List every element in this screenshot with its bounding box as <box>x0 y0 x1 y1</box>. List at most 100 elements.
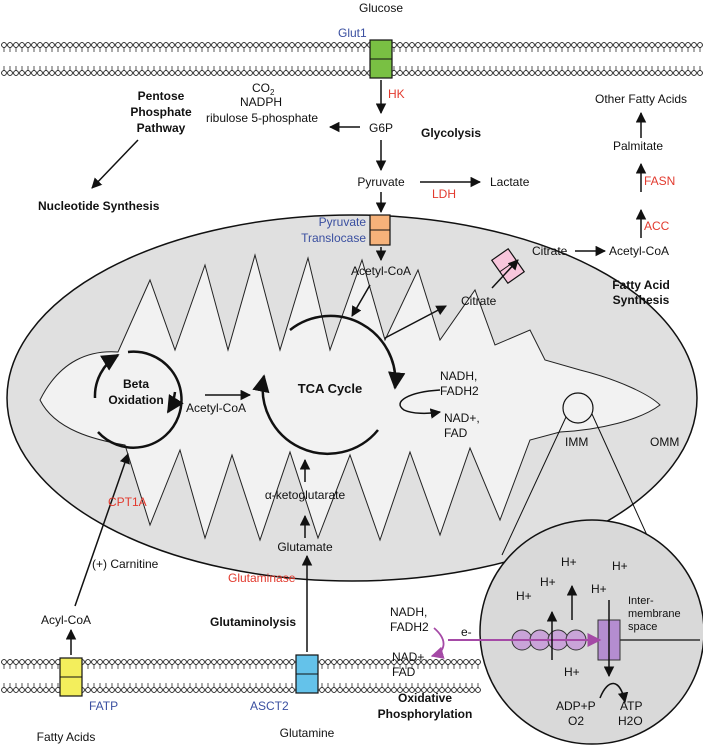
lipid-head <box>511 70 517 76</box>
lipid-head <box>649 42 655 48</box>
ppp-title-line2: Phosphate <box>130 105 192 119</box>
lipid-head <box>247 70 253 76</box>
lipid-head <box>643 70 649 76</box>
lipid-head <box>439 659 445 665</box>
lipid-head <box>385 687 391 693</box>
lipid-head <box>109 659 115 665</box>
lipid-head <box>85 42 91 48</box>
oxphos-title-line1: Oxidative <box>398 691 452 705</box>
lipid-head <box>145 70 151 76</box>
lipid-head <box>37 659 43 665</box>
lipid-head <box>307 42 313 48</box>
plasma-membrane-bottom-left <box>1 659 253 693</box>
lipid-head <box>403 42 409 48</box>
lipid-head <box>145 42 151 48</box>
lipid-head <box>265 659 271 665</box>
lipid-head <box>559 70 565 76</box>
lipid-head <box>157 42 163 48</box>
lipid-head <box>61 42 67 48</box>
lipid-head <box>253 659 259 665</box>
lipid-head <box>55 42 61 48</box>
lipid-head <box>211 659 217 665</box>
lipid-head <box>469 687 475 693</box>
lipid-head <box>151 42 157 48</box>
lipid-head <box>97 659 103 665</box>
intermembrane-line3: space <box>628 621 657 633</box>
oxphos-nad-line2: FAD <box>392 665 416 679</box>
ppp-to-nucleotide-arrow <box>91 139 139 189</box>
lipid-head <box>481 42 487 48</box>
lipid-head <box>1 70 7 76</box>
lipid-head <box>331 659 337 665</box>
lipid-head <box>133 70 139 76</box>
lipid-head <box>121 659 127 665</box>
lipid-head <box>73 70 79 76</box>
lipid-head <box>25 659 31 665</box>
lipid-head <box>571 70 577 76</box>
lipid-head <box>319 70 325 76</box>
lipid-head <box>31 42 37 48</box>
lipid-head <box>157 659 163 665</box>
lactate-label: Lactate <box>490 175 530 189</box>
lipid-head <box>505 42 511 48</box>
lipid-head <box>451 659 457 665</box>
lipid-head <box>667 70 673 76</box>
lipid-head <box>247 42 253 48</box>
lipid-head <box>343 687 349 693</box>
lipid-head <box>571 42 577 48</box>
carnitine-label: (+) Carnitine <box>92 557 159 571</box>
beta-oxidation-cycle-arc3 <box>166 391 184 414</box>
pyruvate-translocase-label-line1: Pyruvate <box>319 215 367 229</box>
lipid-head <box>265 687 271 693</box>
fasn-label: FASN <box>644 174 675 188</box>
lipid-head <box>193 659 199 665</box>
lipid-head <box>337 687 343 693</box>
lipid-head <box>379 659 385 665</box>
lipid-head <box>133 42 139 48</box>
oxphos-zoom-circle <box>479 519 703 745</box>
lipid-head <box>469 42 475 48</box>
lipid-head <box>49 70 55 76</box>
lipid-head <box>259 687 265 693</box>
lipid-head <box>7 70 13 76</box>
lipid-head <box>475 42 481 48</box>
ldh-label: LDH <box>432 187 456 201</box>
lipid-head <box>19 42 25 48</box>
lipid-head <box>325 659 331 665</box>
lipid-head <box>301 70 307 76</box>
lipid-head <box>127 42 133 48</box>
lipid-head <box>433 42 439 48</box>
lipid-head <box>103 687 109 693</box>
lipid-head <box>121 687 127 693</box>
lipid-head <box>223 659 229 665</box>
lipid-head <box>1 687 7 693</box>
lipid-head <box>625 42 631 48</box>
lipid-head <box>169 659 175 665</box>
acetyl-coa-cytosol-label: Acetyl-CoA <box>609 244 669 258</box>
beta-oxidation-cycle <box>97 350 183 449</box>
lipid-head <box>601 70 607 76</box>
lipid-head <box>49 659 55 665</box>
lipid-head <box>193 42 199 48</box>
lipid-head <box>289 659 295 665</box>
lipid-head <box>325 70 331 76</box>
lipid-head <box>85 687 91 693</box>
lipid-head <box>301 42 307 48</box>
lipid-head <box>451 42 457 48</box>
oxphos-nad-line1: NAD+, <box>392 650 428 664</box>
lipid-head <box>553 42 559 48</box>
lipid-head <box>637 70 643 76</box>
tca-cycle-label: TCA Cycle <box>298 381 363 396</box>
lipid-head <box>229 659 235 665</box>
lipid-head <box>97 42 103 48</box>
lipid-head <box>7 42 13 48</box>
lipid-head <box>259 70 265 76</box>
lipid-head <box>121 70 127 76</box>
lipid-head <box>79 42 85 48</box>
lipid-head <box>127 70 133 76</box>
lipid-head <box>403 70 409 76</box>
lipid-head <box>31 687 37 693</box>
lipid-head <box>181 687 187 693</box>
lipid-head <box>415 659 421 665</box>
lipid-head <box>469 70 475 76</box>
